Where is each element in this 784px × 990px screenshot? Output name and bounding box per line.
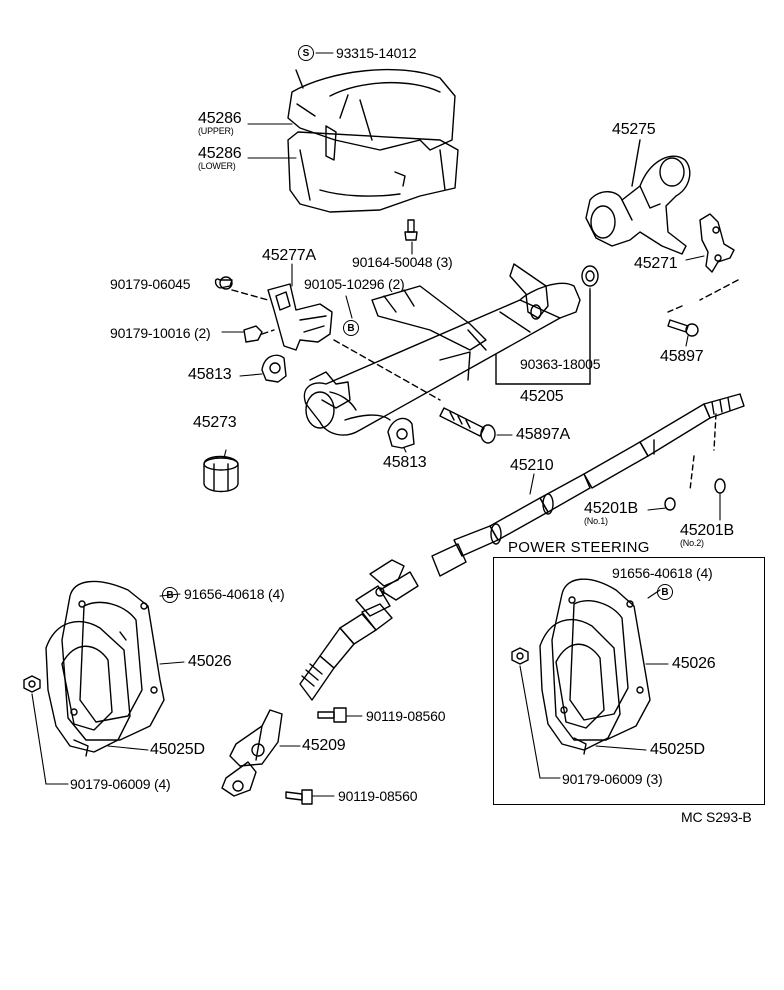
- label-45271: 45271: [634, 255, 678, 272]
- hole-cover-inset-drawing: [540, 579, 650, 754]
- label-90164-50048: 90164-50048 (3): [352, 254, 453, 270]
- symbol-b-mark-inset: B: [657, 584, 673, 600]
- label-45275: 45275: [612, 121, 656, 138]
- label-45205: 45205: [520, 388, 564, 405]
- nut-inset-drawing: [512, 648, 528, 664]
- hole-cover-left-drawing: [46, 581, 164, 756]
- label-90119-08560-lower: 90119-08560: [338, 788, 418, 804]
- label-45026-left: 45026: [188, 653, 232, 670]
- snap-ring-no1-drawing: [665, 498, 675, 510]
- label-45897A: 45897A: [516, 426, 570, 443]
- label-45210: 45210: [510, 457, 554, 474]
- column-cover-drawing: [288, 70, 458, 212]
- symbol-b-mark-left: B: [162, 587, 178, 603]
- snap-ring-no2-drawing: [715, 479, 725, 493]
- label-45201B-no2-note: (No.2): [680, 538, 704, 548]
- label-91656-40618-inset: 91656-40618 (4): [612, 565, 713, 581]
- nut-left-drawing: [24, 676, 40, 692]
- clamp-45813-upper-drawing: [262, 355, 286, 382]
- label-45286-lower: 45286: [198, 145, 242, 162]
- bushing-45273-drawing: [204, 457, 238, 492]
- screw-drawing: [405, 220, 417, 240]
- inset-title: POWER STEERING: [508, 539, 650, 556]
- power-steering-inset: [493, 557, 765, 805]
- label-93315-14012: 93315-14012: [336, 45, 417, 61]
- label-45026-inset: 45026: [672, 655, 716, 672]
- label-45201B-no1: 45201B: [584, 500, 638, 517]
- label-45813-lower: 45813: [383, 454, 427, 471]
- diagram-code: MC S293-B: [681, 809, 752, 825]
- label-91656-40618-left: 91656-40618 (4): [184, 586, 285, 602]
- label-90179-10016: 90179-10016 (2): [110, 325, 211, 341]
- label-45277A: 45277A: [262, 247, 316, 264]
- label-90363-18005: 90363-18005: [520, 356, 601, 372]
- label-45201B-no2: 45201B: [680, 522, 734, 539]
- universal-joint-drawing: [300, 560, 418, 700]
- label-45286-upper-note: (UPPER): [198, 126, 234, 136]
- bolt-lower-drawing: [286, 790, 312, 804]
- label-90119-08560-upper: 90119-08560: [366, 708, 446, 724]
- label-45201B-no1-note: (No.1): [584, 516, 608, 526]
- label-45813-upper: 45813: [188, 366, 232, 383]
- lower-ujoint-45209-drawing: [222, 710, 282, 796]
- bolt-upper-drawing: [318, 708, 346, 722]
- label-90105-10296: 90105-10296 (2): [304, 276, 405, 292]
- bushing-drawing: [582, 266, 598, 286]
- label-45025D-left: 45025D: [150, 741, 205, 758]
- column-tube-45205-drawing: [304, 264, 590, 435]
- bolt-45897A-drawing: [440, 408, 495, 443]
- symbol-s-mark: S: [298, 45, 314, 61]
- label-90179-06009-inset: 90179-06009 (3): [562, 771, 663, 787]
- main-shaft-45210-drawing: [432, 394, 744, 576]
- label-45286-upper: 45286: [198, 110, 242, 127]
- leader-lines: [32, 53, 720, 796]
- label-90179-06009-left: 90179-06009 (4): [70, 776, 171, 792]
- bracket-45277A-drawing: [216, 277, 441, 400]
- label-45897: 45897: [660, 348, 704, 365]
- bolt-45897-drawing: [668, 320, 698, 336]
- label-45025D-inset: 45025D: [650, 741, 705, 758]
- key-cylinder-housing-drawing: [586, 140, 690, 254]
- label-90179-06045: 90179-06045: [110, 276, 191, 292]
- bracket-45271-drawing: [668, 214, 738, 312]
- label-45273: 45273: [193, 414, 237, 431]
- label-45286-lower-note: (LOWER): [198, 161, 236, 171]
- clamp-45813-lower-drawing: [388, 418, 414, 448]
- label-45209: 45209: [302, 737, 346, 754]
- symbol-b-mark-upper: B: [343, 320, 359, 336]
